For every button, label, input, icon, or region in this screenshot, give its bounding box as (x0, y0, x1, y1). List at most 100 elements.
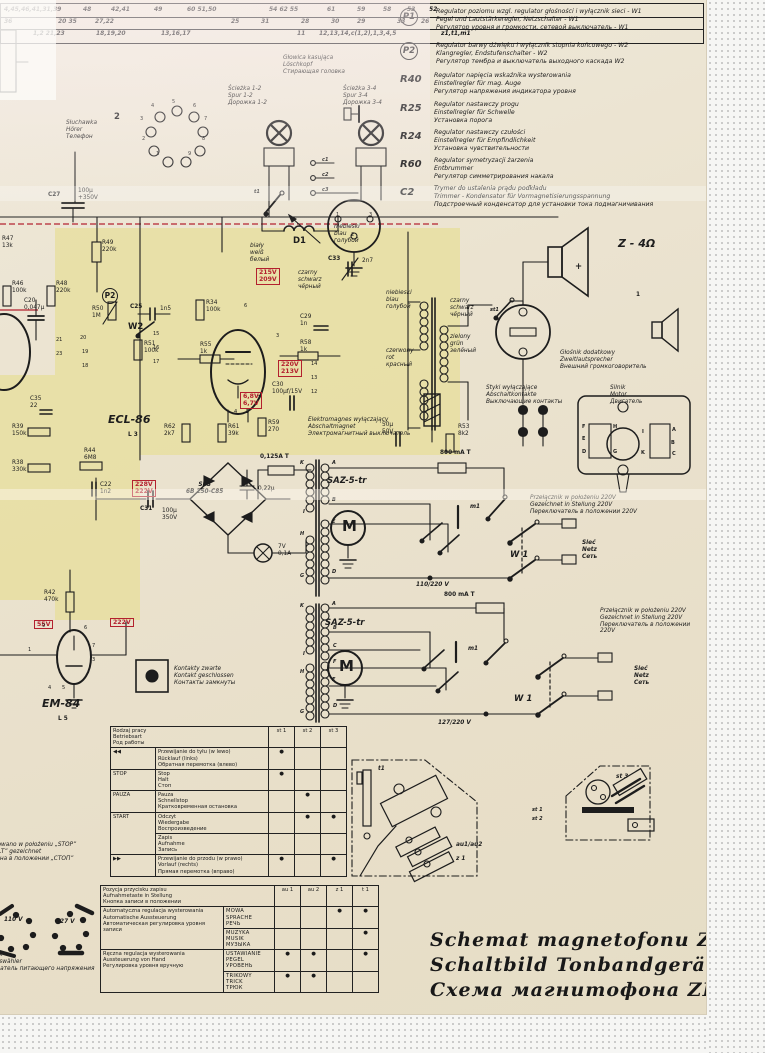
res-r39: R39 150k (12, 424, 27, 437)
pin-label: 6 (193, 103, 197, 109)
label-speaker-1: 1 (636, 292, 641, 298)
contact-t1: t1 (254, 189, 260, 195)
label-plus: + (575, 262, 583, 272)
label-mains: Sieć Netz Сеть (582, 540, 598, 560)
label-127v: 127 V (56, 919, 75, 925)
pot-p2-marker: P2 (102, 288, 118, 304)
legend-text: Regulator symetryzacji żarzenia Entbrumm… (434, 157, 554, 181)
wire-red: czerwony rot красный (386, 348, 414, 368)
record-tag: MUZYKA MUSIK МУЗЫКА (223, 927, 275, 951)
terminal: E (332, 519, 336, 525)
cap-c25: C25 (130, 304, 143, 310)
pin-label: 3 (140, 116, 144, 122)
table-row: Pozycja przycisku zapisu Aufnahmetaste i… (100, 884, 379, 908)
dot-cell (300, 927, 327, 951)
motor-m: M (342, 517, 357, 535)
tube-ecl86: ECL-86 (108, 413, 151, 426)
cap-value: 0,22µ (258, 486, 275, 492)
dot-cell: ● (320, 811, 347, 834)
record-group-label: Automatyczna regulacja wysterowania Auto… (100, 906, 224, 951)
transformer-saz5tr: SAZ-5-tr (327, 476, 367, 486)
contact-st1: st1 (490, 307, 499, 313)
dot-cell: ● (300, 970, 327, 993)
column-header: z 1 (326, 884, 353, 908)
terminal: I (303, 651, 305, 657)
legend-text: Regulator nastawczy czułości Einstellreg… (434, 129, 536, 153)
label-speaker-z: Z - 4Ω (618, 237, 656, 250)
record-table-header: Pozycja przycisku zapisu Aufnahmetaste i… (100, 884, 275, 908)
column-header: au 1 (274, 884, 301, 908)
terminal: C (333, 643, 337, 649)
cap-c25-value: 1n5 (160, 306, 172, 312)
dot-cell: ● (294, 811, 321, 834)
label-headphones: Słuchawka Hörer Телефон (66, 120, 98, 140)
pin-label: 16 (153, 345, 160, 351)
wire-green: zielony grün зелёный (450, 334, 477, 354)
cap-c22: C22 1n2 (100, 482, 112, 495)
dot-cell (294, 832, 321, 856)
dot-cell: ● (352, 949, 379, 972)
res-r61: R61 39k (228, 424, 240, 437)
pin-label: 20 (80, 335, 87, 341)
dot-cell: ● (352, 927, 379, 951)
mech-st1: st 1 (532, 807, 543, 813)
motor-m: M (339, 657, 354, 675)
pin-label: 2 (351, 232, 355, 238)
pin-label: 7 (204, 116, 208, 122)
scan-margin-right (707, 0, 765, 1053)
contact-m1: m1 (468, 646, 479, 652)
table-row: Automatyczna regulacja wysterowania Auto… (100, 906, 379, 951)
column-header: t 1 (352, 884, 379, 908)
dot-cell: ● (326, 906, 353, 929)
contact-c1: c1 (322, 157, 329, 163)
note-drawn-in-stop: Schemat narysowano w położeniu „STOP” in… (0, 842, 77, 862)
pin-label: 15 (153, 331, 160, 337)
mode-description: Stop Halt Стоп (155, 768, 269, 792)
contact-c3: c3 (322, 187, 329, 193)
mech-st2: st 2 (532, 816, 543, 822)
dot-cell (320, 832, 347, 856)
note-voltage-selector: przełącznik Spannungswähler переключател… (0, 952, 95, 972)
note-switch-220v: Przełącznik w położeniu 220V Gezeichnet … (530, 495, 637, 515)
tube-ecl86-pos: L 3 (128, 432, 138, 438)
cap-c33-value: 2n7 (362, 258, 374, 264)
res-r47: R47 13k (2, 236, 14, 249)
wire-blue: niebieski blau голубой (386, 290, 412, 310)
column-header: au 2 (300, 884, 327, 908)
pin-label: 1 (28, 647, 32, 653)
dot-cell (320, 768, 347, 792)
terminal: K (300, 603, 304, 609)
fuse-value: 800 mA T (440, 450, 471, 456)
res-r50: R50 1M (92, 306, 104, 319)
legend-text: Regulator poziomu wzgl. regulator głośno… (436, 8, 642, 32)
terminal: F (333, 659, 337, 665)
pin-label: 3 (92, 657, 96, 663)
label-jack-2: 2 (114, 112, 120, 122)
column-header: st 1 (268, 725, 295, 749)
tube-em84-pos: L 5 (58, 716, 68, 722)
terminal: I (303, 509, 305, 515)
terminal: I (642, 429, 644, 435)
terminal: H (300, 669, 305, 675)
mech-z1: z 1 (456, 856, 466, 862)
cap-c31: C31 (140, 506, 153, 512)
table-row: Ręczna regulacja wysterowania Aussteueru… (100, 949, 379, 993)
res-r34: R34 100k (206, 300, 221, 313)
cap-value: 50µ 50V (382, 422, 394, 435)
dot-cell (300, 906, 327, 929)
legend-contacts-closed: Kontakty zwarte Kontakt geschlossen Конт… (174, 666, 236, 686)
res-r48: R48 220k (56, 281, 71, 294)
title-line-pl: Schemat magnetofonu ZK 145 (430, 929, 706, 951)
legend-text: Regulator barwy dźwięku i wyłącznik stop… (436, 42, 629, 66)
column-header: st 2 (294, 725, 321, 749)
cap-c30: C30 100µf/15V (272, 382, 303, 395)
locator-number: 52 (429, 6, 438, 13)
dot-cell: ● (268, 747, 295, 770)
pin-label: 12 (311, 389, 318, 395)
terminal: G (300, 709, 305, 715)
